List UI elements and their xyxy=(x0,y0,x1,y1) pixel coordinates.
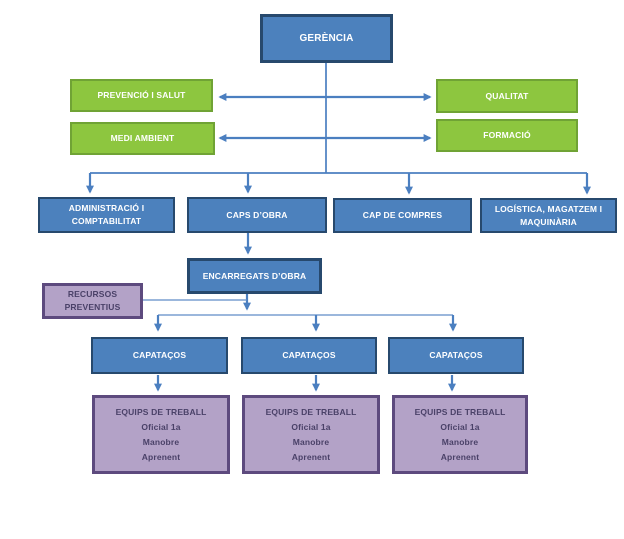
node-equips-1-line1: EQUIPS DE TREBALL xyxy=(115,406,207,417)
node-administracio-line1: ADMINISTRACIÓ I xyxy=(68,203,145,213)
node-qualitat: QUALITAT xyxy=(436,79,578,113)
node-cap-de-compres-label: CAP DE COMPRES xyxy=(362,210,443,220)
node-recursos-preventius: RECURSOS PREVENTIUS xyxy=(42,283,143,319)
node-gerencia: GERÈNCIA xyxy=(260,14,393,63)
node-equips-3-line2: Oficial 1a xyxy=(440,421,480,432)
node-capatacos-1: CAPATAÇOS xyxy=(91,337,228,374)
node-recursos-preventius-line1: RECURSOS xyxy=(67,289,118,299)
node-equips-1: EQUIPS DE TREBALL Oficial 1a Manobre Apr… xyxy=(92,395,230,474)
node-administracio: ADMINISTRACIÓ I COMPTABILITAT xyxy=(38,197,175,233)
node-equips-3-line3: Manobre xyxy=(441,436,479,447)
node-encarregats-dobra: ENCARREGATS D’OBRA xyxy=(187,258,322,294)
node-caps-dobra-label: CAPS D’OBRA xyxy=(226,209,288,220)
node-encarregats-dobra-label: ENCARREGATS D’OBRA xyxy=(202,270,307,281)
node-medi-ambient-label: MEDI AMBIENT xyxy=(110,133,175,143)
node-equips-2: EQUIPS DE TREBALL Oficial 1a Manobre Apr… xyxy=(242,395,380,474)
node-formacio: FORMACIÓ xyxy=(436,119,578,152)
node-equips-1-line4: Aprenent xyxy=(141,451,181,462)
node-equips-2-line4: Aprenent xyxy=(291,451,331,462)
node-equips-1-line2: Oficial 1a xyxy=(141,421,181,432)
node-capatacos-1-label: CAPATAÇOS xyxy=(132,350,187,360)
node-capatacos-2: CAPATAÇOS xyxy=(241,337,377,374)
node-prevencio-salut: PREVENCIÓ I SALUT xyxy=(70,79,213,112)
node-recursos-preventius-line2: PREVENTIUS xyxy=(64,302,121,312)
node-caps-dobra: CAPS D’OBRA xyxy=(187,197,327,233)
node-cap-de-compres: CAP DE COMPRES xyxy=(333,198,472,233)
node-equips-2-line2: Oficial 1a xyxy=(291,421,331,432)
node-logistica-line1: LOGÍSTICA, MAGATZEM I xyxy=(494,203,603,214)
node-prevencio-salut-label: PREVENCIÓ I SALUT xyxy=(97,90,186,100)
node-capatacos-3: CAPATAÇOS xyxy=(388,337,524,374)
node-formacio-label: FORMACIÓ xyxy=(483,130,531,140)
node-equips-2-line3: Manobre xyxy=(292,436,330,447)
node-gerencia-label: GERÈNCIA xyxy=(299,33,354,44)
node-equips-3-line1: EQUIPS DE TREBALL xyxy=(414,406,506,417)
node-equips-1-line3: Manobre xyxy=(142,436,180,447)
node-capatacos-3-label: CAPATAÇOS xyxy=(429,350,483,360)
node-capatacos-2-label: CAPATAÇOS xyxy=(282,350,336,360)
node-equips-2-line1: EQUIPS DE TREBALL xyxy=(265,406,357,417)
node-administracio-line2: COMPTABILITAT xyxy=(71,216,142,226)
node-qualitat-label: QUALITAT xyxy=(485,90,529,101)
node-logistica-line2: MAQUINÀRIA xyxy=(520,216,577,227)
node-logistica: LOGÍSTICA, MAGATZEM I MAQUINÀRIA xyxy=(480,198,617,233)
node-medi-ambient: MEDI AMBIENT xyxy=(70,122,215,155)
node-equips-3: EQUIPS DE TREBALL Oficial 1a Manobre Apr… xyxy=(392,395,528,474)
node-equips-3-line4: Aprenent xyxy=(440,451,480,462)
